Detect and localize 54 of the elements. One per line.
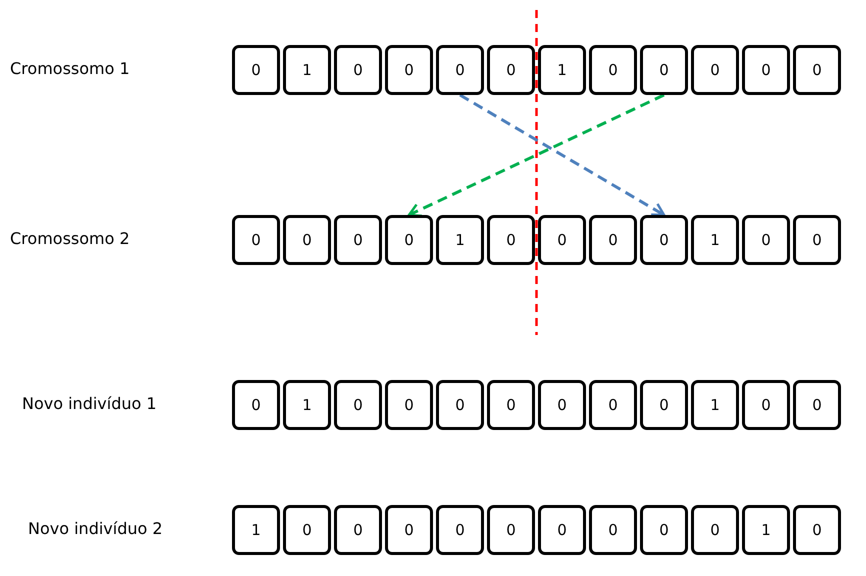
bit-cell: 0 — [640, 380, 688, 430]
bit-cell: 0 — [742, 215, 790, 265]
bit-cell: 0 — [589, 215, 637, 265]
dashed-arrow — [459, 94, 666, 216]
bit-cell: 0 — [487, 215, 535, 265]
bit-cell: 0 — [334, 215, 382, 265]
row-label: Novo indivíduo 1 — [22, 394, 157, 413]
bit-cell: 0 — [589, 45, 637, 95]
bit-cell: 0 — [487, 505, 535, 555]
bit-cell: 0 — [640, 45, 688, 95]
dashed-arrow — [408, 94, 665, 218]
bit-cell: 0 — [436, 45, 484, 95]
bit-cell: 0 — [487, 380, 535, 430]
row-label: Cromossomo 2 — [10, 229, 130, 248]
bit-cell: 1 — [742, 505, 790, 555]
bit-cell: 0 — [334, 505, 382, 555]
bit-cell: 0 — [385, 215, 433, 265]
bit-cell: 0 — [640, 505, 688, 555]
bit-cell: 1 — [283, 380, 331, 430]
bit-cell: 0 — [232, 380, 280, 430]
bit-cell: 0 — [538, 505, 586, 555]
bit-cell: 0 — [538, 380, 586, 430]
bit-cell: 0 — [232, 45, 280, 95]
bit-cell: 1 — [691, 215, 739, 265]
bit-cell: 0 — [283, 215, 331, 265]
bit-cell: 0 — [742, 45, 790, 95]
bit-cell: 0 — [793, 380, 841, 430]
bit-cell: 0 — [334, 380, 382, 430]
bit-cell: 0 — [691, 45, 739, 95]
bit-cell: 0 — [691, 505, 739, 555]
bit-cell: 0 — [793, 45, 841, 95]
bit-cell: 0 — [589, 505, 637, 555]
bit-cell: 0 — [487, 45, 535, 95]
bit-cell: 0 — [640, 215, 688, 265]
bit-cell: 0 — [742, 380, 790, 430]
bit-cell: 0 — [538, 215, 586, 265]
row-label: Novo indivíduo 2 — [28, 519, 163, 538]
bit-cell: 1 — [436, 215, 484, 265]
bit-cell: 0 — [334, 45, 382, 95]
bit-cell: 0 — [385, 45, 433, 95]
bit-cell: 0 — [793, 505, 841, 555]
bit-cell: 0 — [283, 505, 331, 555]
bit-cell: 1 — [691, 380, 739, 430]
bit-cell: 1 — [538, 45, 586, 95]
bit-cell: 0 — [793, 215, 841, 265]
bit-cell: 0 — [385, 380, 433, 430]
bit-cell: 0 — [589, 380, 637, 430]
bit-cell: 0 — [385, 505, 433, 555]
bit-cell: 1 — [283, 45, 331, 95]
row-label: Cromossomo 1 — [10, 59, 130, 78]
bit-cell: 0 — [436, 505, 484, 555]
bit-cell: 0 — [436, 380, 484, 430]
bit-cell: 0 — [232, 215, 280, 265]
bit-cell: 1 — [232, 505, 280, 555]
